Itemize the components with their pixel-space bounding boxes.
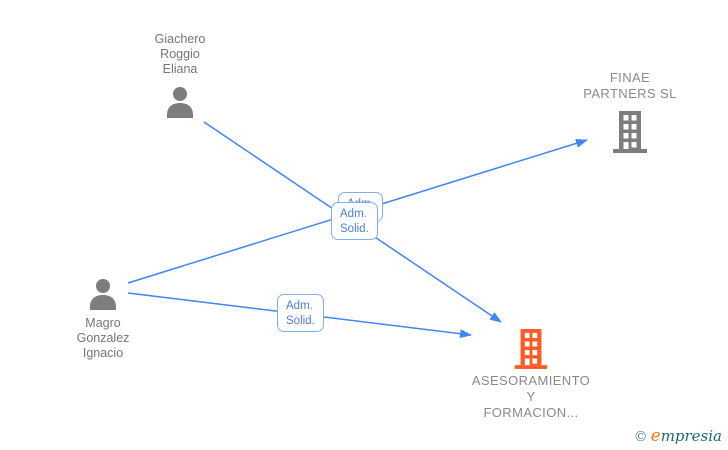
brand-logo-text-rest: mpresia	[660, 427, 722, 445]
node-label-line: Eliana	[162, 62, 198, 76]
node-label: FINAE PARTNERS SL	[583, 70, 677, 102]
node-label: Giachero Roggio Eliana	[155, 32, 206, 77]
empresia-watermark: ©empresia	[634, 426, 722, 446]
brand-logo-text: e	[650, 426, 661, 446]
node-label-line: ASESORAMIENTO	[471, 373, 591, 388]
node-label-line: Giachero	[154, 32, 206, 46]
node-label-line: Y	[526, 389, 536, 404]
person-icon	[85, 278, 121, 312]
node-finae-partners-sl[interactable]: FINAE PARTNERS SL	[555, 70, 705, 153]
edge-label-adm-solid-center: Adm. Solid.	[331, 202, 378, 240]
company-building-icon	[610, 111, 650, 153]
node-label-line: FINAE	[609, 70, 651, 85]
node-label: Magro Gonzalez Ignacio	[77, 316, 130, 361]
node-label-line: Ignacio	[82, 346, 124, 360]
node-label: ASESORAMIENTO Y FORMACION...	[472, 373, 590, 421]
edge-label-line: Solid.	[286, 315, 315, 327]
edge-label-line: Adm.	[340, 208, 367, 220]
edge-label-adm-solid-lower: Adm. Solid.	[277, 294, 324, 332]
copyright-symbol: ©	[633, 429, 648, 445]
node-label-line: Roggio	[160, 47, 200, 61]
node-asesoramiento-y-formacion[interactable]: ASESORAMIENTO Y FORMACION...	[446, 329, 616, 421]
person-icon	[162, 86, 198, 120]
node-magro-gonzalez-ignacio[interactable]: Magro Gonzalez Ignacio	[38, 278, 168, 361]
node-label-line: PARTNERS SL	[583, 86, 677, 101]
node-label-line: FORMACION...	[483, 405, 579, 420]
company-building-icon-highlighted	[512, 329, 550, 369]
node-label-line: Magro	[85, 316, 121, 330]
edge-label-line: Solid.	[340, 223, 369, 235]
node-label-line: Gonzalez	[76, 331, 130, 345]
node-giachero-roggio-eliana[interactable]: Giachero Roggio Eliana	[115, 32, 245, 120]
edge-label-line: Adm.	[286, 300, 313, 312]
